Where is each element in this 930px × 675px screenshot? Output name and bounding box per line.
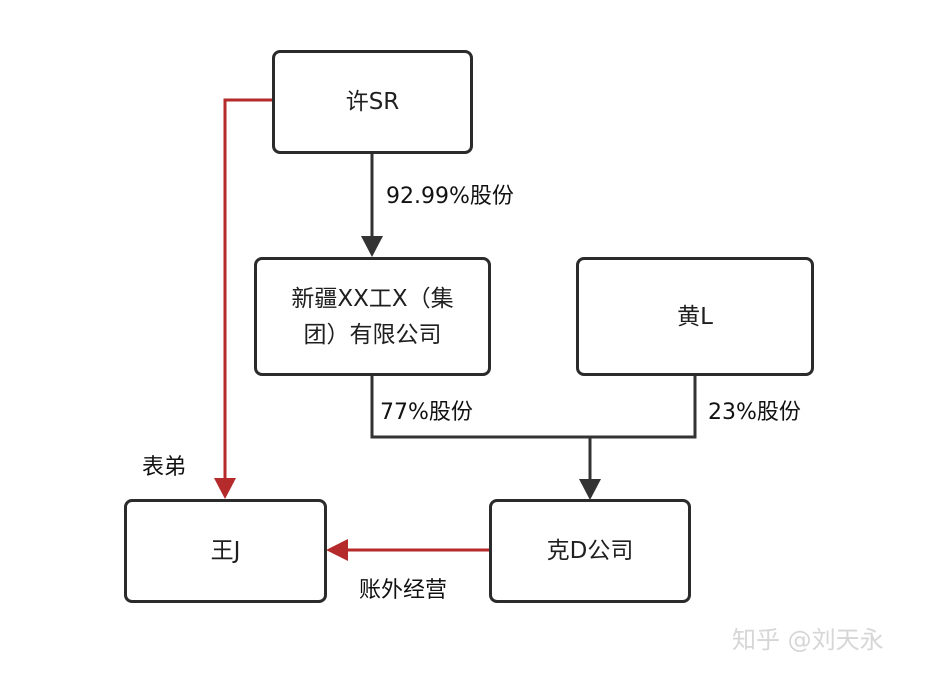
edge-label-xinjiang-share: 77%股份: [380, 400, 473, 425]
arrowhead-xinjiang: [361, 236, 383, 257]
node-ke-d-company-label: 克D公司: [546, 538, 634, 564]
node-wang-j-label: 王J: [210, 538, 241, 564]
edge-label-huang-share: 23%股份: [708, 400, 801, 425]
node-wang-j: 王J: [124, 499, 327, 603]
edge-label-xu-share: 92.99%股份: [386, 184, 514, 209]
node-xinjiang-label-line2: 团）有限公司: [303, 321, 442, 348]
arrowhead-wang-right: [326, 539, 348, 561]
node-xinjiang-label-line1: 新疆XX工X（集: [291, 285, 454, 312]
arrowhead-wang-top: [214, 478, 236, 499]
node-xu-sr-label: 许SR: [345, 89, 400, 115]
node-huang-l: 黄L: [576, 257, 814, 376]
edge-xinjiang-to-ke: [370, 375, 590, 439]
edge-xu-to-wang: [223, 98, 273, 478]
edge-label-off-book: 账外经营: [359, 578, 448, 603]
node-ke-d-company: 克D公司: [489, 499, 691, 603]
node-xu-sr: 许SR: [272, 50, 473, 154]
arrowhead-ke: [579, 479, 601, 500]
edge-label-cousin: 表弟: [142, 455, 187, 480]
zhihu-watermark: 知乎 @刘天永: [732, 626, 884, 654]
edge-huang-to-ke: [590, 375, 697, 439]
node-huang-l-label: 黄L: [677, 303, 713, 330]
node-xinjiang-group: 新疆XX工X（集 团）有限公司: [254, 257, 491, 376]
